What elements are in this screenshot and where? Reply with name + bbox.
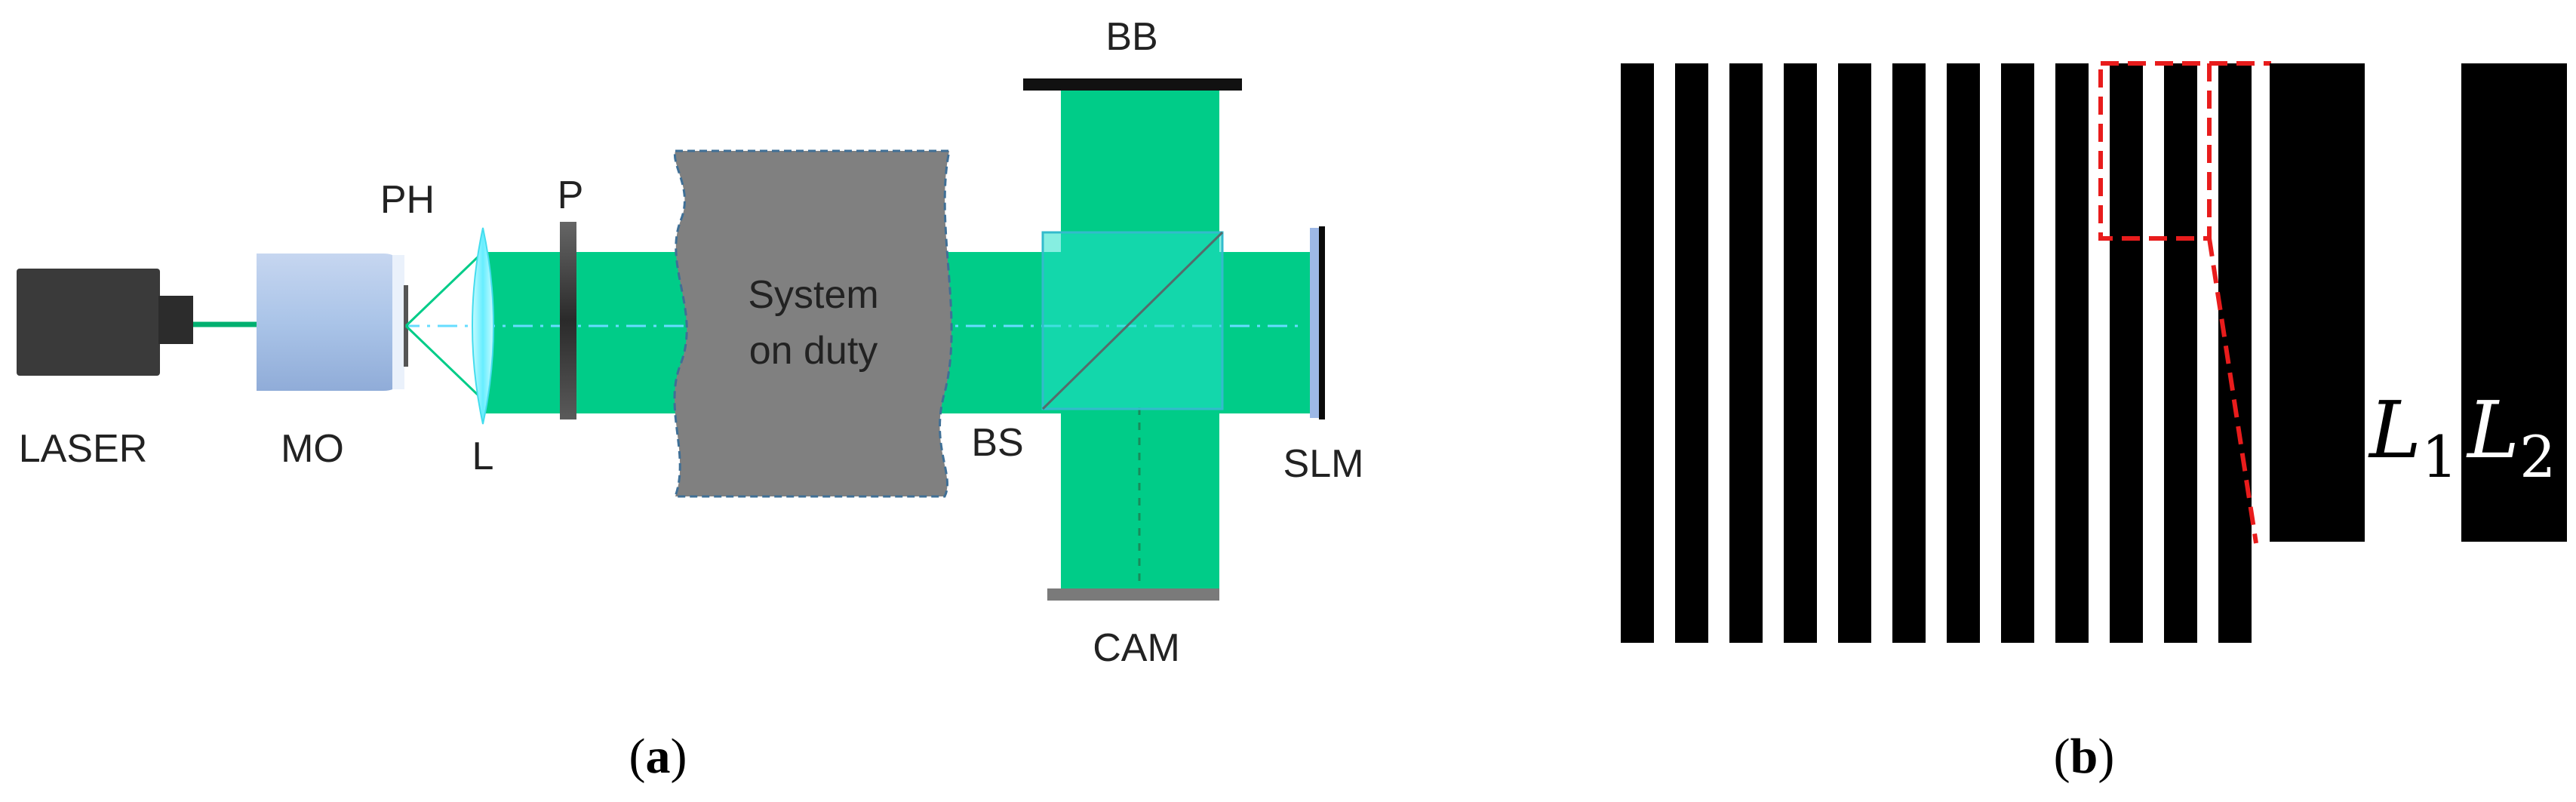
slm <box>1310 226 1325 419</box>
ray-top <box>404 254 481 327</box>
grating <box>1621 63 2252 643</box>
grating-stripe <box>2110 63 2143 643</box>
beam-block <box>1023 78 1242 91</box>
label-laser: LASER <box>19 427 148 471</box>
beam-splitter <box>1041 231 1224 410</box>
grating-stripe <box>1784 63 1817 643</box>
system-box <box>673 149 953 498</box>
label-system-line2: on duty <box>749 329 878 373</box>
zoom-indicator <box>2098 61 2271 544</box>
grating-stripe <box>2001 63 2034 643</box>
objective-icon <box>257 254 404 391</box>
symbol-l1: L1 <box>2368 384 2458 490</box>
laser-aperture <box>158 296 193 344</box>
ray-bottom <box>404 324 481 398</box>
symbol-l2: L2 <box>2466 384 2556 490</box>
grating-stripe <box>2164 63 2197 643</box>
label-mo: MO <box>281 427 344 471</box>
label-bs: BS <box>971 421 1023 465</box>
lens-icon <box>472 227 494 425</box>
label-p: P <box>558 174 584 217</box>
grating-stripe <box>1947 63 1980 643</box>
grating-stripe <box>2055 63 2089 643</box>
camera <box>1047 588 1219 601</box>
panel-a: LASER MO PH L P System on duty BS BB CAM… <box>17 15 1363 784</box>
label-l: L <box>472 435 494 478</box>
label-cam: CAM <box>1093 626 1180 670</box>
label-ph: PH <box>380 178 435 222</box>
panel-b: L1 L2 (b) <box>1621 61 2567 784</box>
grating-stripe <box>2218 63 2252 643</box>
zoom-stripe-1 <box>2270 63 2365 542</box>
grating-stripe <box>1892 63 1926 643</box>
polarizer <box>560 222 576 419</box>
zoom-stripe-2 <box>2461 63 2567 542</box>
grating-stripe <box>1729 63 1763 643</box>
label-system-line1: System <box>748 273 878 317</box>
label-bb: BB <box>1105 15 1157 59</box>
grating-stripe <box>1621 63 1654 643</box>
label-slm: SLM <box>1283 442 1364 486</box>
laser-body <box>17 269 160 376</box>
caption-a: (a) <box>629 729 687 784</box>
caption-b: (b) <box>2054 729 2115 784</box>
grating-stripe <box>1675 63 1708 643</box>
grating-stripe <box>1838 63 1871 643</box>
